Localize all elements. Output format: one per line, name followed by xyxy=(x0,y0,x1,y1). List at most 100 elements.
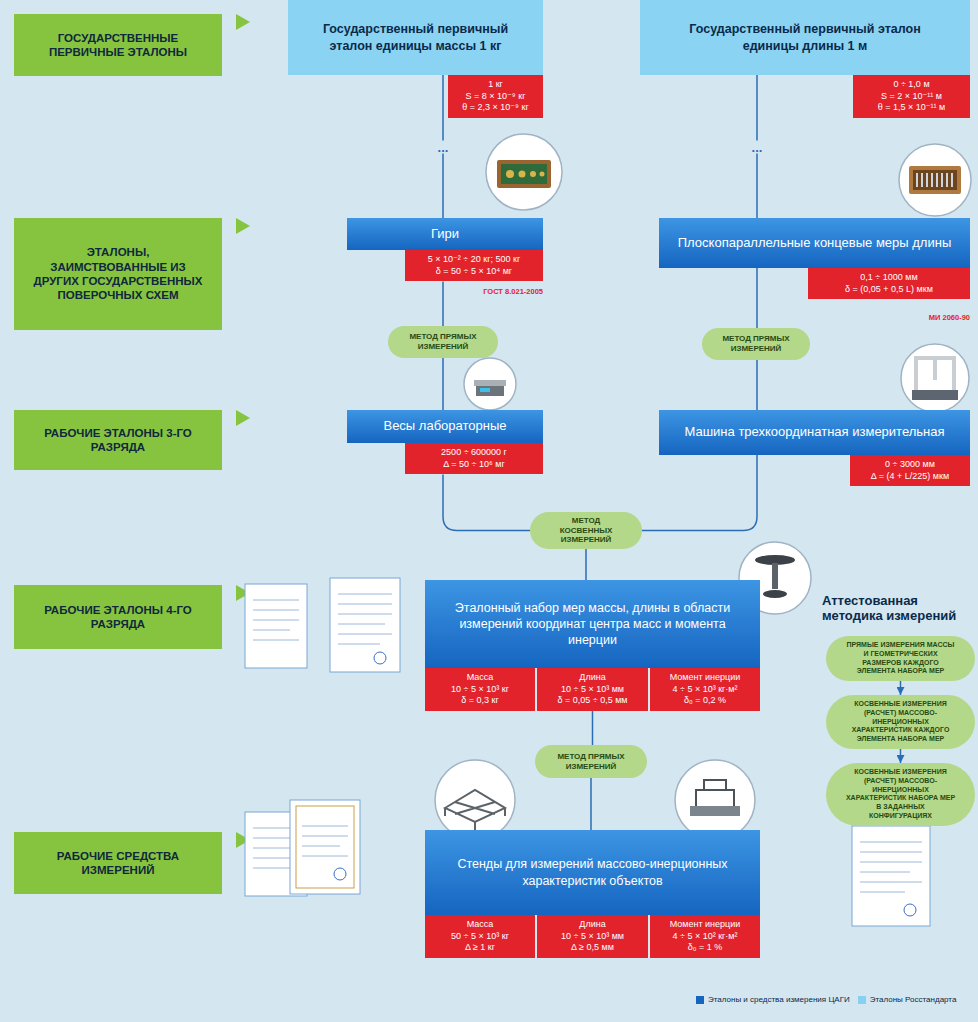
box-text: МЕТОД ПРЯМЫХ ИЗМЕРЕНИЙ xyxy=(404,332,482,351)
document xyxy=(245,584,307,668)
level-box: РАБОЧИЕ ЭТАЛОНЫ 4-ГО РАЗРЯДА xyxy=(14,585,222,649)
photo-frame xyxy=(486,134,562,210)
box-text: 0 ÷ 1,0 м xyxy=(893,79,929,91)
connector xyxy=(592,711,594,745)
gauge-blocks-photo xyxy=(899,144,971,216)
method-oval: МЕТОД КОСВЕННЫХ ИЗМЕРЕНИЙ xyxy=(530,512,642,549)
photo-frame xyxy=(435,760,515,840)
standard-reference: ГОСТ 8.021-2005 xyxy=(405,287,543,296)
certificate-border xyxy=(296,806,354,888)
method-oval: МЕТОД ПРЯМЫХ ИЗМЕРЕНИЙ xyxy=(702,328,810,360)
box-text: Государственный первичный эталон единицы… xyxy=(308,21,523,54)
weights-case xyxy=(497,160,551,188)
method-title: Аттестованная методика измерений xyxy=(822,594,975,624)
box-text: 0,1 ÷ 1000 мм xyxy=(860,272,917,284)
box-text: δ = 0,3 кг xyxy=(461,695,499,707)
box-text: δ = 50 ÷ 5 × 10⁴ мг xyxy=(436,266,512,278)
document-lines xyxy=(302,826,348,856)
value-box: Масса50 ÷ 5 × 10³ кгΔ ≥ 1 кг xyxy=(425,915,535,958)
connector xyxy=(642,455,757,530)
standard-box: Весы лабораторные xyxy=(347,410,543,443)
box-text: Стенды для измерений массово-инерционных… xyxy=(439,856,746,889)
standard-reference: МИ 2060-90 xyxy=(808,313,970,322)
box-text: θ = 1,5 × 10⁻¹¹ м xyxy=(878,102,945,114)
level-box: РАБОЧИЕ ЭТАЛОНЫ 3-ГО РАЗРЯДА xyxy=(14,410,222,470)
legend-text: Эталоны и средства измерения ЦАГИ xyxy=(708,995,850,1004)
box-text: КОСВЕННЫЕ ИЗМЕРЕНИЯ (РАСЧЕТ) МАССОВО-ИНЕ… xyxy=(844,768,957,821)
document-lines xyxy=(338,594,392,644)
value-box: Длина10 ÷ 5 × 10³ ммδ = 0,05 ÷ 0,5 мм xyxy=(537,668,648,711)
measure-base xyxy=(763,590,787,598)
box-text: Длина xyxy=(579,672,605,684)
weight xyxy=(519,171,526,178)
box-text: Масса xyxy=(467,672,494,684)
legend-text: Эталоны Росстандарта xyxy=(870,995,957,1004)
connector xyxy=(900,749,902,763)
legend-swatch xyxy=(858,996,866,1004)
cmm-table xyxy=(912,390,958,400)
measure-post xyxy=(772,563,778,589)
box-text: Эталонный набор мер массы, длины в облас… xyxy=(439,600,746,649)
stand-frame xyxy=(445,790,505,830)
box-text: Δ = (4 + L/225) мкм xyxy=(871,471,949,483)
connector xyxy=(443,474,530,530)
value-box: 0,1 ÷ 1000 ммδ = (0,05 + 0,5 L) мкм xyxy=(808,268,970,299)
level-arrow xyxy=(236,218,250,234)
stand-photo xyxy=(675,760,755,840)
connector xyxy=(585,549,587,580)
level-arrows xyxy=(236,14,250,848)
box-text: ГОСУДАРСТВЕННЫЕ ПЕРВИЧНЫЕ ЭТАЛОНЫ xyxy=(32,31,204,60)
box-text: КОСВЕННЫЕ ИЗМЕРЕНИЯ (РАСЧЕТ) МАССОВО-ИНЕ… xyxy=(844,700,957,744)
connector xyxy=(442,358,444,410)
box-text: Плоскопараллельные концевые меры длины xyxy=(678,235,951,252)
document-stamp xyxy=(334,868,346,880)
box-text: Момент инерции xyxy=(670,672,741,684)
box-text: 2500 ÷ 600000 г xyxy=(441,447,507,459)
connector xyxy=(756,268,758,328)
document-lines xyxy=(253,600,299,640)
primary-standard-box: Государственный первичный эталон единицы… xyxy=(640,0,970,75)
stand-frame xyxy=(696,780,734,806)
value-box: 2500 ÷ 600000 гΔ = 50 ÷ 10⁶ мг xyxy=(405,443,543,474)
gauge-case xyxy=(909,166,961,194)
connector xyxy=(590,778,592,830)
standard-box: Эталонный набор мер массы, длины в облас… xyxy=(425,580,760,668)
value-box: Момент инерции4 ÷ 5 × 10³ кг·м²δ₀ = 0,2 … xyxy=(650,668,760,711)
weight xyxy=(530,171,536,177)
box-text: Весы лабораторные xyxy=(383,418,506,435)
box-text: МЕТОД ПРЯМЫХ ИЗМЕРЕНИЙ xyxy=(551,752,631,771)
connector xyxy=(756,360,758,410)
photo-frame xyxy=(675,760,755,840)
level-box: РАБОЧИЕ СРЕДСТВА ИЗМЕРЕНИЙ xyxy=(14,832,222,894)
standard-box: Машина трехкоординатная измерительная xyxy=(659,410,970,455)
box-text: S = 8 × 10⁻⁹ кг xyxy=(466,91,526,103)
box-text: Момент инерции xyxy=(670,919,741,931)
document xyxy=(852,826,930,926)
value-box: 0 ÷ 3000 ммΔ = (4 + L/225) мкм xyxy=(850,455,970,486)
method-oval: МЕТОД ПРЯМЫХ ИЗМЕРЕНИЙ xyxy=(535,745,647,778)
level-arrow xyxy=(236,410,250,426)
box-text: δ = (0,05 + 0,5 L) мкм xyxy=(845,284,933,296)
box-text: МЕТОД ПРЯМЫХ ИЗМЕРЕНИЙ xyxy=(718,334,794,353)
box-text: Машина трехкоординатная измерительная xyxy=(684,424,944,441)
value-box: 5 × 10⁻² ÷ 20 кг; 500 кгδ = 50 ÷ 5 × 10⁴… xyxy=(405,250,543,281)
box-text: ЭТАЛОНЫ, ЗАИМСТВОВАННЫЕ ИЗ ДРУГИХ ГОСУДА… xyxy=(32,245,204,303)
standard-box: Стенды для измерений массово-инерционных… xyxy=(425,830,760,915)
box-text: Масса xyxy=(467,919,494,931)
stand-base xyxy=(690,806,740,816)
connector-label: ... xyxy=(435,140,452,153)
box-text: 4 ÷ 5 × 10³ кг·м² xyxy=(672,684,737,696)
connector xyxy=(900,681,902,695)
certificates xyxy=(245,578,930,926)
box-text: 0 ÷ 3000 мм xyxy=(885,459,935,471)
level-box: ГОСУДАРСТВЕННЫЕ ПЕРВИЧНЫЕ ЭТАЛОНЫ xyxy=(14,14,222,76)
step-oval: ПРЯМЫЕ ИЗМЕРЕНИЯ МАССЫ И ГЕОМЕТРИЧЕСКИХ … xyxy=(826,636,975,681)
box-text: 5 × 10⁻² ÷ 20 кг; 500 кг xyxy=(428,254,520,266)
value-box: 1 кгS = 8 × 10⁻⁹ кгθ = 2,3 × 10⁻⁹ кг xyxy=(448,75,543,118)
standard-box: Гири xyxy=(347,218,543,250)
legend: Эталоны и средства измерения ЦАГИ Эталоны… xyxy=(688,995,956,1004)
scale-pan xyxy=(474,380,506,386)
value-box: Момент инерции4 ÷ 5 × 10² кг·м²δ₀ = 1 % xyxy=(650,915,760,958)
standard-box: Плоскопараллельные концевые меры длины xyxy=(659,218,970,268)
